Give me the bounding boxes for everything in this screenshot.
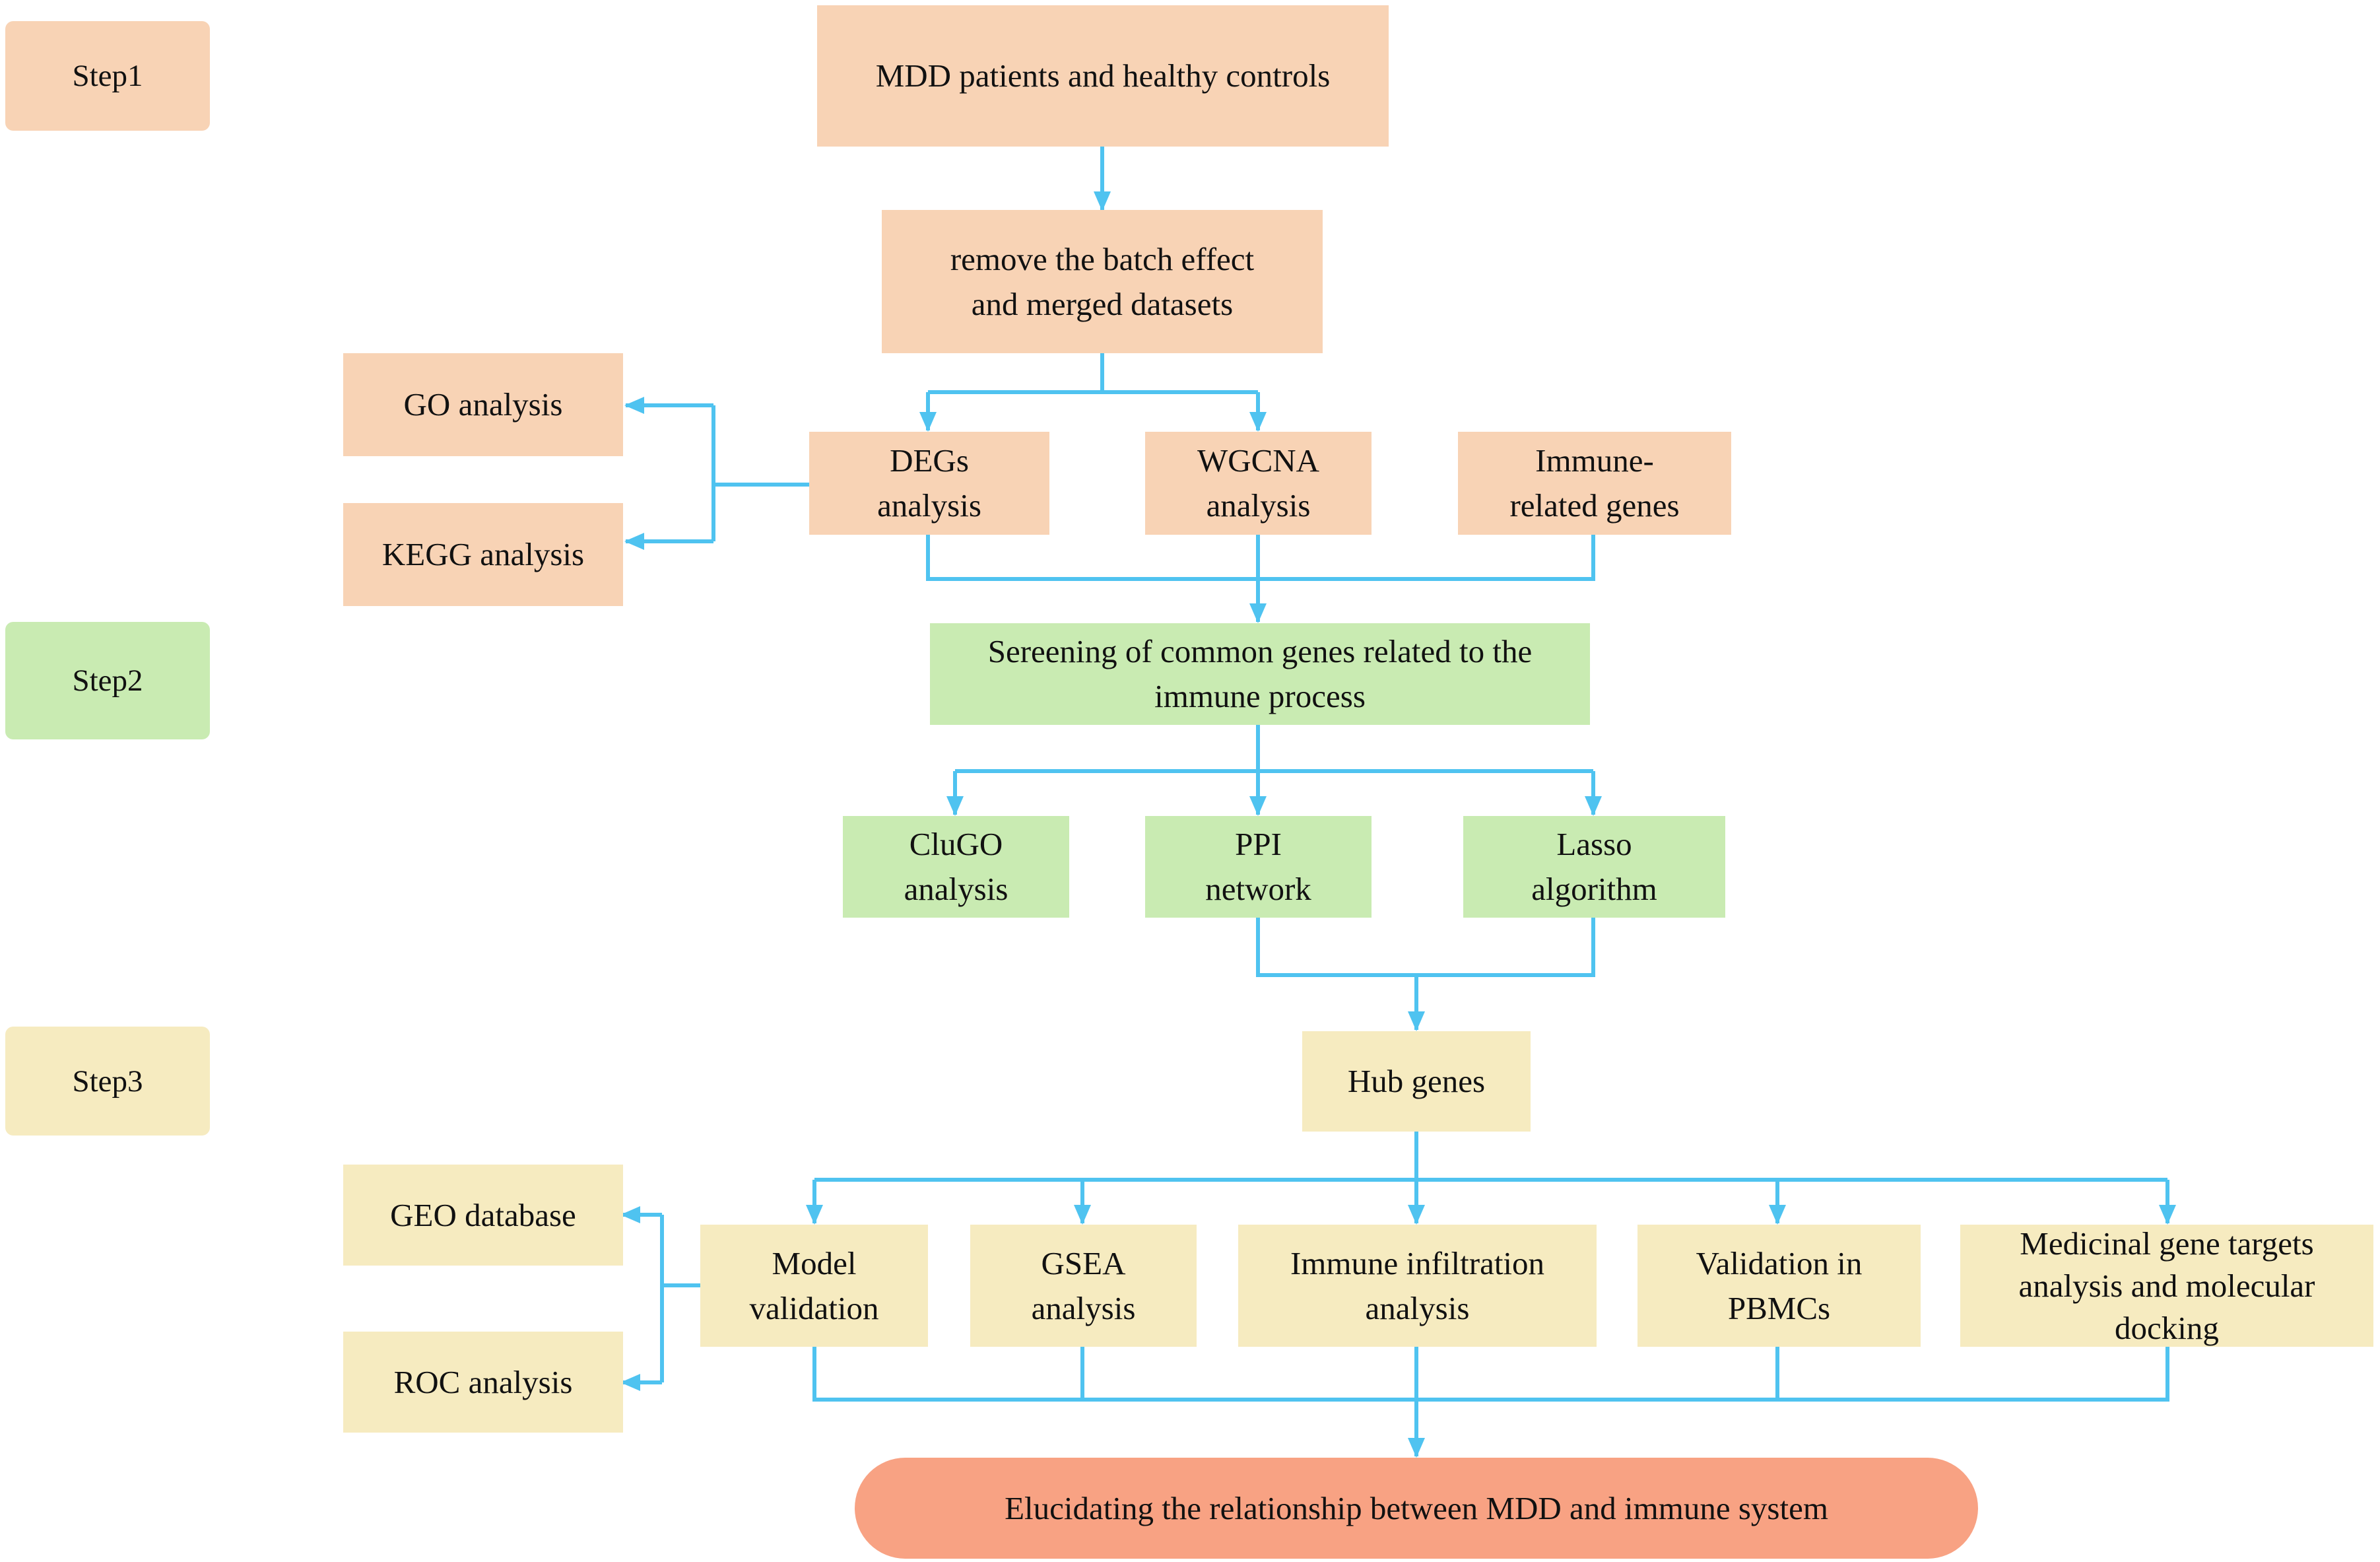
line-screening-split — [955, 725, 1593, 773]
degs-analysis-box: DEGs analysis — [809, 432, 1049, 535]
step3-label: Step3 — [5, 1027, 210, 1136]
arrowhead-ppi — [1249, 796, 1267, 816]
line-degs-to-branch — [711, 405, 809, 541]
arrowhead-go — [624, 397, 644, 414]
immune-infiltration-box: Immune infiltration analysis — [1238, 1225, 1597, 1347]
arrowhead-degs — [919, 412, 937, 432]
line-hub-split — [814, 1132, 2167, 1182]
line-merge-to-result — [812, 1347, 2169, 1402]
arrowhead-kegg — [624, 533, 644, 550]
arrowhead-pbmc — [1769, 1205, 1786, 1225]
arrowhead-hub — [1408, 1011, 1425, 1031]
kegg-analysis-box: KEGG analysis — [343, 503, 623, 606]
result-box: Elucidating the relationship between MDD… — [855, 1458, 1978, 1559]
arrowhead-lasso — [1585, 796, 1602, 816]
arrowhead-screening — [1249, 603, 1267, 623]
pbmc-validation-box: Validation in PBMCs — [1637, 1225, 1921, 1347]
line-merge-to-screening — [926, 535, 1595, 581]
arrowhead-geo — [620, 1206, 640, 1223]
immune-related-genes-box: Immune- related genes — [1458, 432, 1731, 535]
batch-effect-box: remove the batch effect and merged datas… — [882, 210, 1323, 353]
step1-label: Step1 — [5, 21, 210, 131]
arrowhead-model — [806, 1205, 823, 1225]
screening-box: Sereening of common genes related to the… — [930, 623, 1590, 725]
lasso-algorithm-box: Lasso algorithm — [1463, 816, 1725, 918]
arrowhead-result — [1408, 1438, 1425, 1458]
line-ppi-lasso-merge — [1256, 918, 1595, 977]
roc-analysis-box: ROC analysis — [343, 1332, 623, 1433]
arrowhead-wgcna — [1249, 412, 1267, 432]
arrowhead-batch — [1094, 191, 1111, 211]
go-analysis-box: GO analysis — [343, 353, 623, 456]
clugo-analysis-box: CluGO analysis — [843, 816, 1069, 918]
medicinal-targets-box: Medicinal gene targets analysis and mole… — [1960, 1225, 2373, 1347]
line-model-to-branch — [660, 1215, 700, 1382]
patients-box: MDD patients and healthy controls — [817, 5, 1389, 147]
arrowhead-gsea — [1074, 1205, 1091, 1225]
wgcna-analysis-box: WGCNA analysis — [1145, 432, 1372, 535]
arrowhead-clugo — [946, 796, 964, 816]
geo-database-box: GEO database — [343, 1165, 623, 1266]
arrowhead-medicinal — [2159, 1205, 2176, 1225]
model-validation-box: Model validation — [700, 1225, 928, 1347]
line-batch-split — [928, 353, 1258, 394]
gsea-analysis-box: GSEA analysis — [970, 1225, 1197, 1347]
step2-label: Step2 — [5, 622, 210, 739]
arrowhead-infiltration — [1408, 1205, 1425, 1225]
ppi-network-box: PPI network — [1145, 816, 1372, 918]
hub-genes-box: Hub genes — [1302, 1031, 1531, 1132]
arrowhead-roc — [620, 1374, 640, 1391]
